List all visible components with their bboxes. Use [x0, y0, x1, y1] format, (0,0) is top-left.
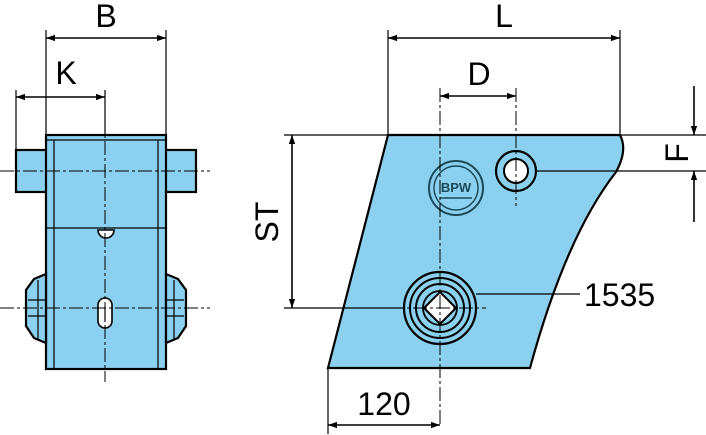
bracket-plate — [326, 133, 625, 370]
dimension-120: 120 — [327, 368, 440, 434]
upper-slot — [97, 229, 115, 239]
dimension-k-label: K — [55, 55, 76, 91]
hole-callout-label: 1535 — [584, 277, 655, 313]
dimension-l: L — [387, 0, 621, 135]
dimension-st-label: ST — [249, 202, 285, 243]
dimension-st: ST — [249, 134, 404, 309]
bpw-logo-text: BPW — [441, 180, 472, 195]
front-view: BPW — [326, 88, 625, 426]
dimension-f-label: F — [659, 143, 695, 163]
dimension-b-label: B — [95, 0, 116, 34]
dimension-d: D — [440, 56, 516, 100]
dimension-k: K — [15, 55, 106, 150]
dimension-d-label: D — [467, 56, 490, 92]
dimension-f: F — [536, 86, 706, 222]
dimension-120-label: 120 — [357, 386, 410, 422]
bpw-logo: BPW — [428, 160, 484, 216]
right-bolt-head — [164, 272, 188, 345]
dimension-l-label: L — [495, 0, 513, 34]
dimension-b: B — [45, 0, 167, 135]
side-view — [0, 118, 210, 382]
side-body — [44, 133, 168, 371]
hole-callout: 1535 — [476, 277, 655, 313]
